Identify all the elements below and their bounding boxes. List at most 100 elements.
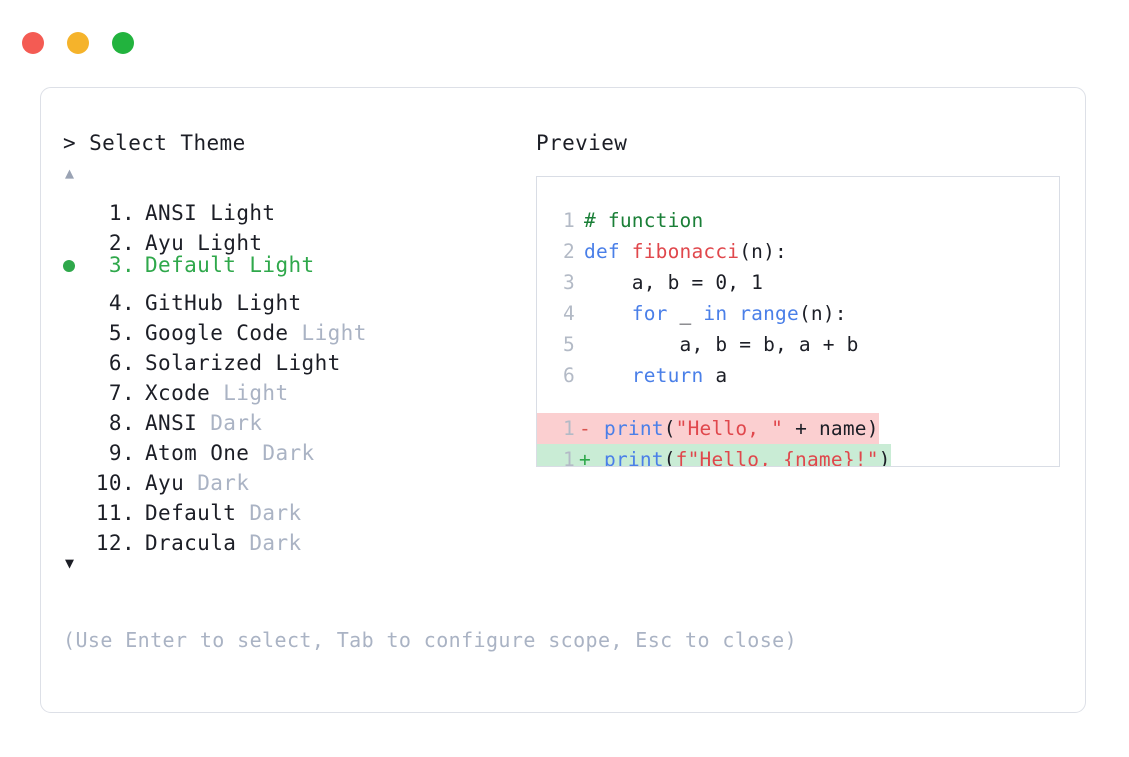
theme-item-name: Dracula [145, 531, 237, 555]
theme-item-label: Dracula Dark [135, 528, 302, 558]
code-line-number: 4 [563, 302, 575, 325]
diff-line-plus: 1+print(f"Hello, {name}!") [537, 444, 891, 467]
code-token: ( [663, 417, 676, 440]
selection-bullet-cell [63, 490, 89, 520]
selection-bullet-cell [63, 251, 89, 281]
theme-list-item[interactable]: 10.Ayu Dark [63, 460, 533, 495]
selection-bullet-cell [63, 340, 89, 370]
diff-marker: + [579, 448, 591, 467]
scroll-down-icon[interactable]: ▼ [65, 554, 75, 572]
theme-item-index: 7. [108, 381, 135, 405]
theme-item-name: Ayu [145, 471, 185, 495]
theme-item-variant: Dark [249, 501, 302, 525]
theme-item-index: 2. [108, 231, 135, 255]
theme-item-name: Atom One [145, 441, 250, 465]
diff-line-minus: 1-print("Hello, " + name) [537, 413, 879, 444]
selection-bullet-cell [63, 460, 89, 490]
code-line-text: for _ in range(n): [575, 298, 847, 329]
diff-marker: - [579, 417, 591, 440]
code-line-number: 6 [563, 364, 575, 387]
theme-item-label: ANSI Dark [135, 408, 262, 438]
code-token: (n): [798, 302, 847, 325]
theme-item-variant: Dark [197, 471, 250, 495]
code-token: # function [584, 209, 704, 232]
theme-item-name: Solarized [145, 351, 263, 375]
theme-item-label: Ayu Light [135, 228, 262, 258]
theme-item-variant: Light [210, 201, 276, 225]
code-token: fibonacci [631, 240, 740, 263]
close-button[interactable] [22, 32, 44, 54]
theme-item-variant: Dark [210, 411, 263, 435]
code-line-number: 5 [563, 333, 575, 356]
theme-item-label: Solarized Light [135, 348, 341, 378]
code-line-text: return a [575, 360, 727, 391]
code-line-text: # function [575, 205, 703, 236]
code-token: + name) [783, 417, 879, 440]
code-line-number: 2 [563, 240, 575, 263]
selected-bullet-icon [63, 260, 75, 272]
theme-list-item[interactable]: 12.Dracula Dark [63, 520, 533, 555]
theme-item-index: 3. [108, 253, 135, 277]
theme-item-index: 12. [95, 531, 135, 555]
theme-item-variant: Light [197, 231, 263, 255]
diff-line-text: print(f"Hello, {name}!") [595, 444, 891, 467]
theme-item-index: 4. [108, 291, 135, 315]
theme-item-label: Default Light [135, 250, 315, 280]
theme-item-variant: Light [223, 381, 289, 405]
page-title [76, 131, 89, 155]
code-token: return [631, 364, 704, 387]
maximize-button[interactable] [112, 32, 134, 54]
theme-item-index: 5. [108, 321, 135, 345]
theme-item-label: Xcode Light [135, 378, 288, 408]
theme-list-item[interactable]: 8.ANSI Dark [63, 400, 533, 435]
theme-item-label: Ayu Dark [135, 468, 249, 498]
code-token: "Hello, " [675, 417, 784, 440]
theme-list-item[interactable]: 7.Xcode Light [63, 370, 533, 405]
minimize-button[interactable] [67, 32, 89, 54]
code-token: a, b = b, a + b [584, 333, 859, 356]
selection-bullet-cell [63, 370, 89, 400]
selection-bullet-cell [63, 520, 89, 550]
theme-item-index: 1. [108, 201, 135, 225]
theme-item-index: 8. [108, 411, 135, 435]
theme-item-name: ANSI [145, 411, 198, 435]
theme-list-item[interactable]: 5.Google Code Light [63, 310, 533, 345]
theme-item-name: GitHub [145, 291, 224, 315]
code-token [584, 364, 632, 387]
theme-list-item[interactable]: 3.Default Light [63, 250, 533, 280]
theme-list-item[interactable]: 4.GitHub Light [63, 280, 533, 315]
theme-list-item[interactable]: 2.Ayu Light [63, 220, 533, 255]
code-token [584, 302, 632, 325]
theme-list-item[interactable]: 1.ANSI Light [63, 190, 533, 225]
theme-item-label: ANSI Light [135, 198, 275, 228]
code-token: for [631, 302, 668, 325]
prompt-label: Select Theme [89, 131, 246, 155]
theme-item-name: Ayu [145, 231, 185, 255]
code-token: a [703, 364, 728, 387]
code-token: f"Hello, {name}!" [675, 448, 879, 467]
code-token: ( [663, 448, 676, 467]
code-line: 5 a, b = b, a + b [537, 329, 1059, 360]
code-line: 4 for _ in range(n): [537, 298, 1059, 329]
selection-bullet-cell [63, 310, 89, 340]
theme-item-label: Default Dark [135, 498, 302, 528]
selection-bullet-cell [63, 190, 89, 220]
scroll-up-icon[interactable]: ▲ [65, 164, 75, 182]
theme-item-index: 9. [108, 441, 135, 465]
preview-title: Preview [536, 131, 628, 155]
code-line-number: 3 [563, 271, 575, 294]
theme-list-item[interactable]: 11.Default Dark [63, 490, 533, 525]
code-line-text: def fibonacci(n): [575, 236, 787, 267]
selection-bullet-cell [63, 220, 89, 250]
prompt-caret-icon: > [63, 131, 77, 155]
theme-item-index: 11. [95, 501, 135, 525]
theme-list-item[interactable]: 9.Atom One Dark [63, 430, 533, 465]
theme-item-variant: Light [275, 351, 341, 375]
selection-bullet-cell [63, 400, 89, 430]
theme-list-item[interactable]: 6.Solarized Light [63, 340, 533, 375]
